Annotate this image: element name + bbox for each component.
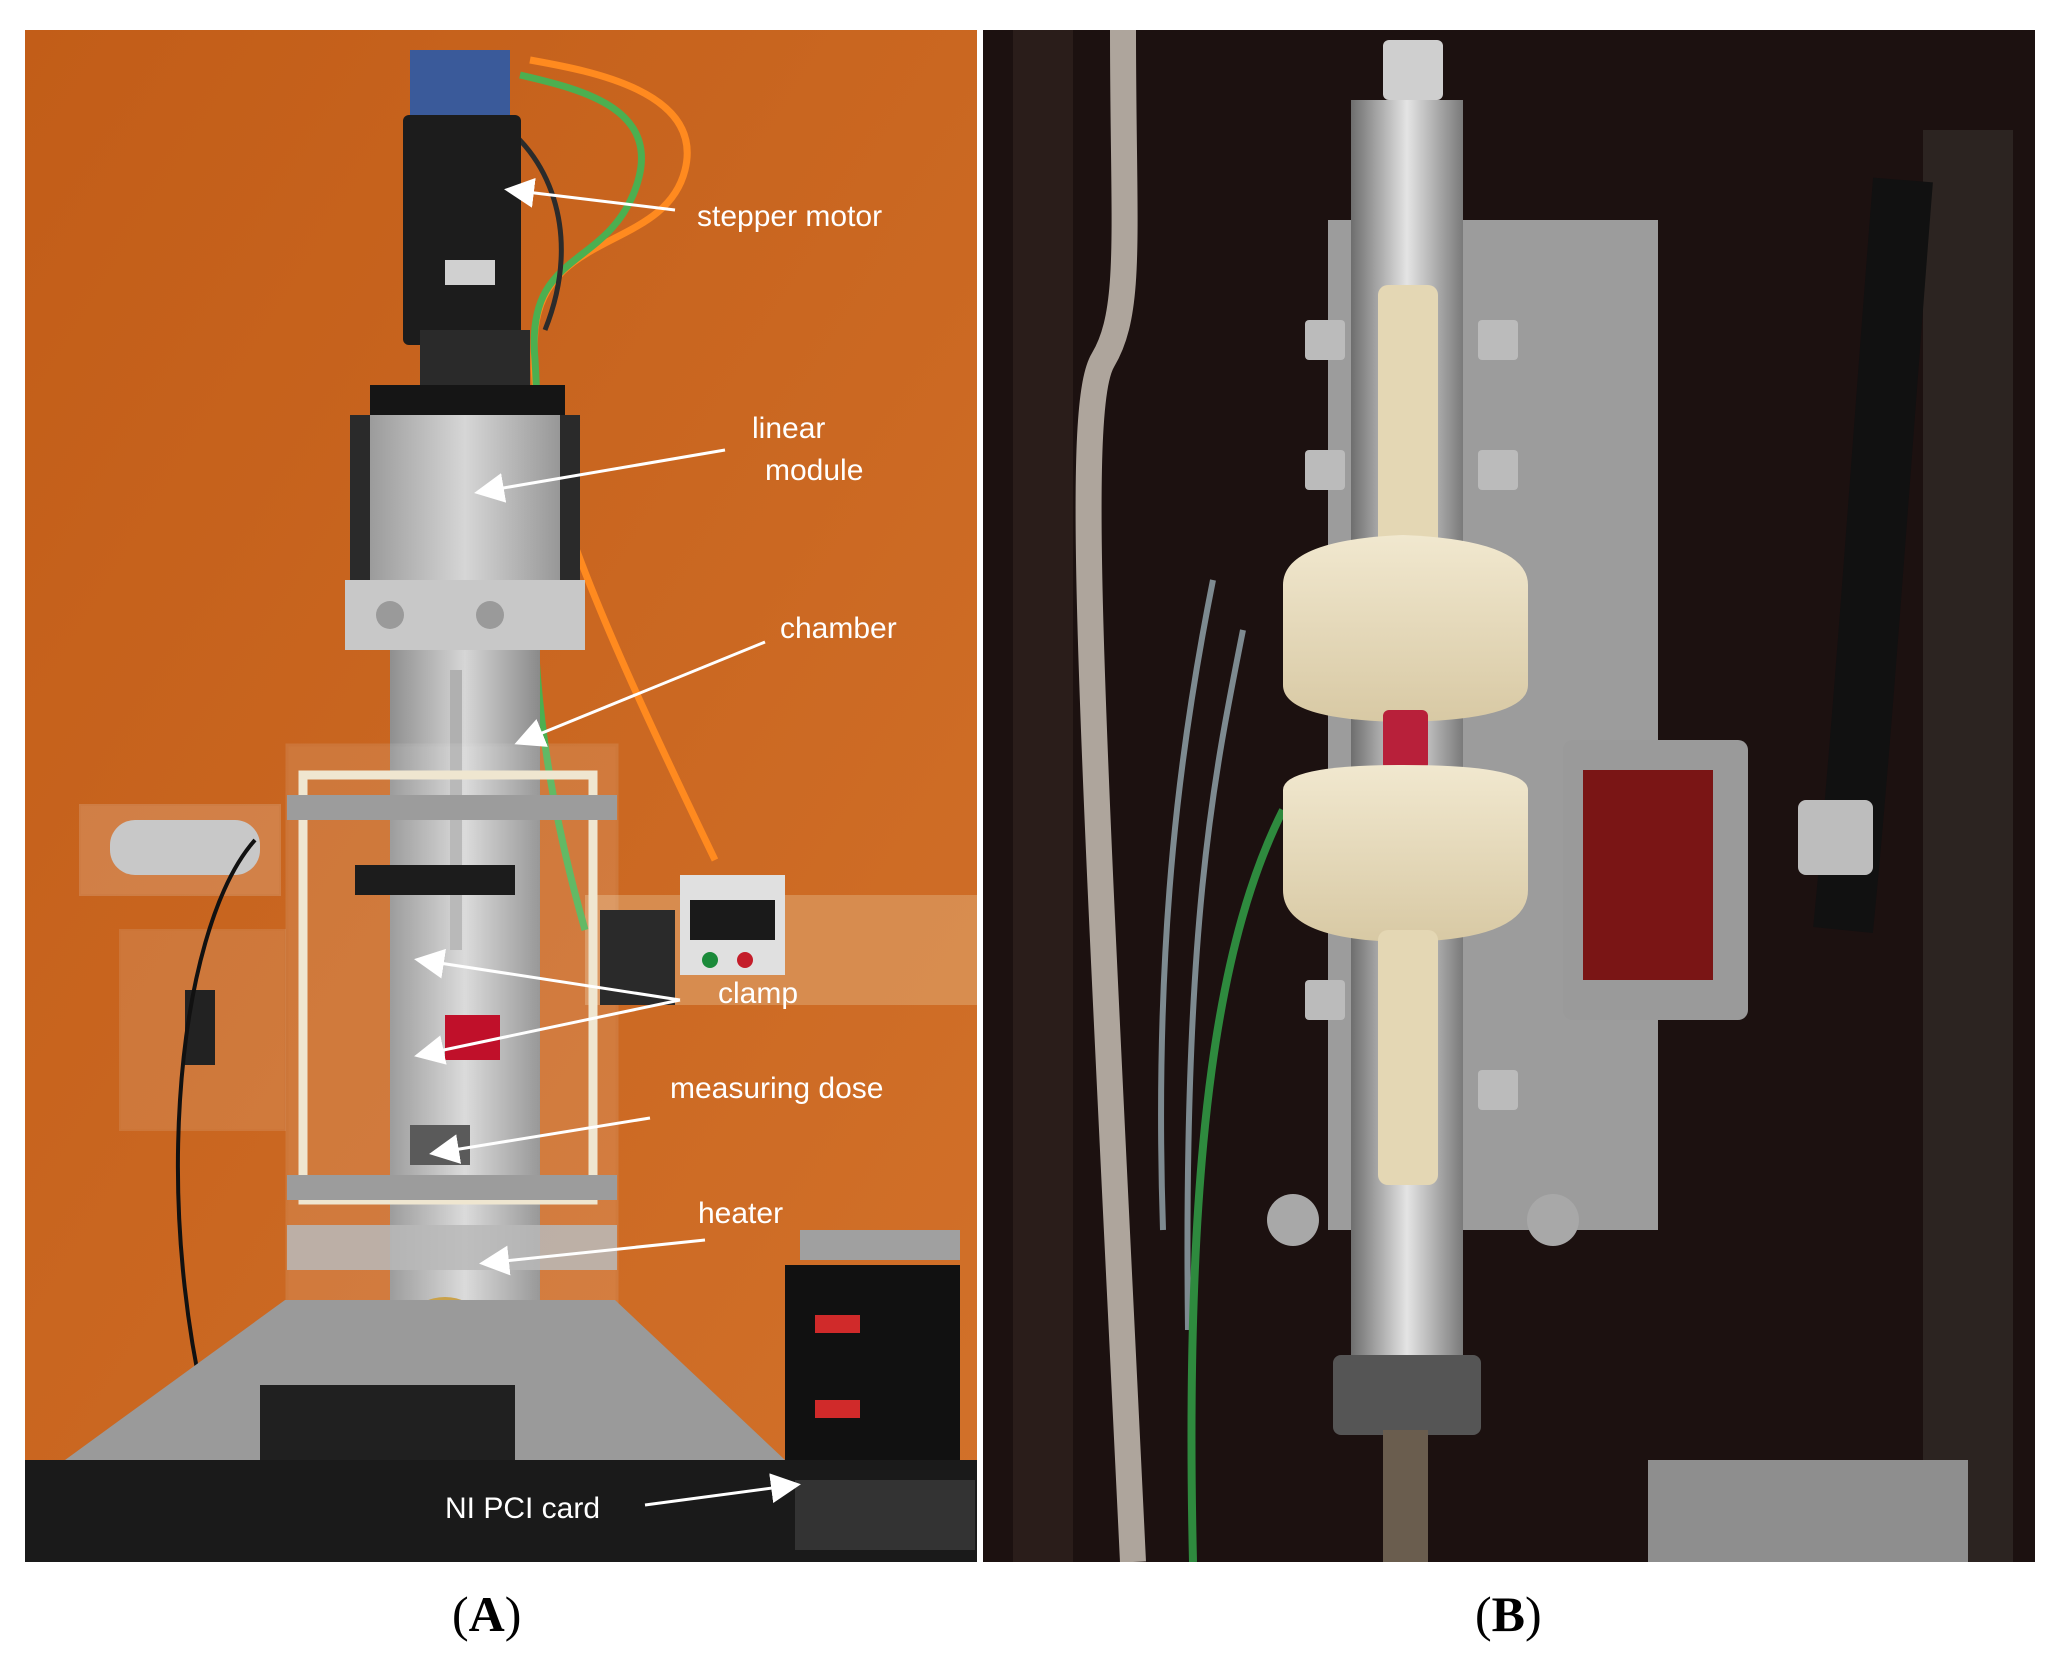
label-clamp: clamp [718,977,799,1010]
photo-panel-b [983,30,2035,1562]
sample-chamber-illustration [983,30,2035,1562]
label-chamber: chamber [780,612,897,645]
caption-b-close: ) [1525,1586,1542,1642]
caption-a-open: ( [452,1586,469,1642]
caption-b-open: ( [1475,1586,1492,1642]
photo-panel-a: stepper motor linear module chamber clam… [25,30,977,1562]
caption-b: (B) [1475,1585,1542,1643]
caption-a: (A) [452,1585,521,1643]
caption-a-letter: A [468,1586,505,1642]
label-linear-module-line2: module [765,454,864,487]
label-stepper-motor: stepper motor [697,200,883,233]
label-measuring-dose: measuring dose [670,1072,884,1105]
label-ni-pci-card: NI PCI card [445,1492,601,1525]
label-heater: heater [698,1197,784,1230]
caption-b-letter: B [1491,1586,1526,1642]
label-linear-module-line1: linear [752,412,826,445]
caption-a-close: ) [504,1586,522,1642]
test-machine-illustration [25,30,977,1562]
